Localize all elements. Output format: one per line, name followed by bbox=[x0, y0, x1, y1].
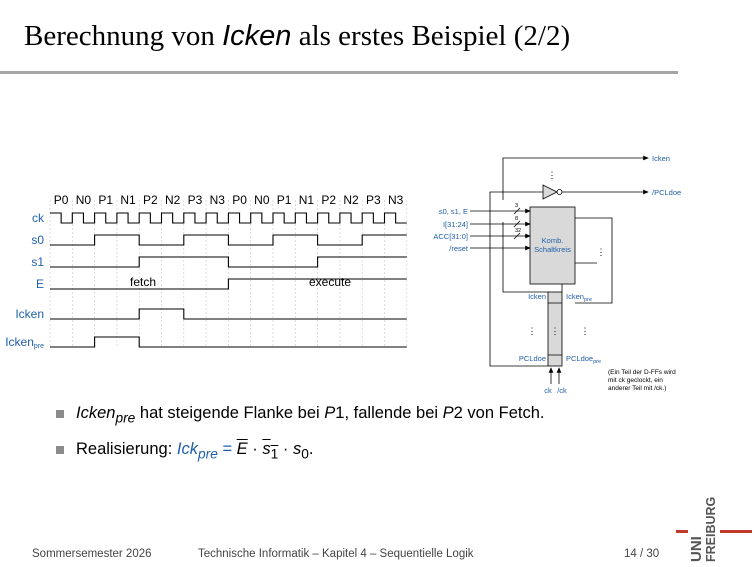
signal-label-5: Ickenpre bbox=[5, 335, 44, 350]
phase-gridlines bbox=[49, 200, 408, 346]
bullet-square-icon bbox=[56, 410, 64, 418]
logo-uni: UNI bbox=[688, 536, 705, 562]
page-title: Berechnung von Icken als erstes Beispiel… bbox=[24, 20, 571, 52]
waveform-Icken bbox=[50, 308, 407, 320]
bullet-realisierung: Realisierung: Ickpre = E · s1 · s0. bbox=[56, 440, 544, 462]
reg-pcldoe-label: PCLdoe bbox=[519, 354, 546, 363]
dots-top: ⋮ bbox=[548, 170, 557, 180]
phase-label: N3 bbox=[210, 193, 226, 207]
pcldoe-output-label: /PCLdoe bbox=[652, 188, 681, 197]
input-label-1: I[31:24] bbox=[443, 220, 468, 229]
clk-nck-label: /ck bbox=[557, 386, 567, 395]
feedback-icken bbox=[502, 222, 548, 293]
waveform-ck bbox=[50, 212, 407, 224]
note-line-1: (Ein Teil der D-FFs wird bbox=[608, 369, 676, 376]
waveform-s1 bbox=[50, 256, 407, 268]
phase-label: N1 bbox=[299, 193, 315, 207]
dots-reg-left: ⋮ bbox=[528, 326, 537, 336]
bullet-square-icon bbox=[56, 446, 64, 455]
reg-pcldoe-pre-label: PCLdoepre bbox=[566, 354, 601, 365]
logo-red-bar-right bbox=[720, 530, 752, 533]
phase-label: P0 bbox=[54, 193, 69, 207]
timing-diagram: P0 N0 P1 N1 P2 N2 P3 N3 P0 N0 P1 N1 P2 N2 P3 N3 ck s0 s1E… bbox=[5, 193, 408, 350]
phase-label: P2 bbox=[321, 193, 336, 207]
execute-label: execute bbox=[309, 275, 351, 289]
schematic: Icken ⋮ /PCLdoe Komb. Schaltkreis s0, s1… bbox=[433, 154, 681, 395]
signal-label-2: s1 bbox=[31, 255, 44, 269]
comb-block-label-1: Komb. bbox=[542, 236, 564, 245]
title-divider bbox=[0, 71, 678, 74]
phase-label: N0 bbox=[254, 193, 270, 207]
bus-width-2: 32 bbox=[515, 228, 521, 234]
comb-block-label-2: Schaltkreis bbox=[534, 245, 571, 254]
note-line-2: mit ck geclockt, ein bbox=[608, 377, 663, 384]
reg-icken-label: Icken bbox=[528, 292, 546, 301]
signal-label-1: s0 bbox=[31, 233, 44, 247]
fetch-label: fetch bbox=[130, 275, 156, 289]
footer-course: Technische Informatik – Kapitel 4 – Sequ… bbox=[198, 548, 474, 560]
feedback-right-outer bbox=[575, 217, 613, 304]
icken-output-label: Icken bbox=[652, 154, 670, 163]
logo-red-bar-left bbox=[676, 530, 688, 533]
waveform-E bbox=[50, 278, 407, 290]
bullet-list: Ickenpre hat steigende Flanke bei P1, fa… bbox=[56, 404, 544, 477]
waveform-Icken-pre bbox=[50, 336, 407, 348]
input-label-3: /reset bbox=[449, 244, 469, 253]
phase-label: P1 bbox=[277, 193, 292, 207]
phase-label: P3 bbox=[366, 193, 381, 207]
logo-freiburg: FREIBURG bbox=[704, 497, 718, 562]
register-column bbox=[547, 291, 563, 367]
note-line-3: anderer Teil mit /ck.) bbox=[608, 385, 666, 392]
phase-label: P1 bbox=[98, 193, 113, 207]
clk-ck-label: ck bbox=[544, 386, 552, 395]
waveforms bbox=[50, 212, 407, 348]
feedback-pcldoe bbox=[489, 306, 548, 367]
bus-width-0: 3 bbox=[515, 203, 518, 209]
phase-label: N3 bbox=[388, 193, 404, 207]
reg-icken-pre-label: Ickenpre bbox=[566, 292, 592, 303]
inverter-buffer-icon bbox=[542, 184, 558, 200]
signal-label-0: ck bbox=[32, 211, 45, 225]
phase-label: N0 bbox=[76, 193, 92, 207]
footer-semester: Sommersemester 2026 bbox=[32, 548, 152, 560]
phase-label: N1 bbox=[120, 193, 136, 207]
pcldoe-wire-in bbox=[489, 191, 543, 306]
signal-label-3: E bbox=[36, 277, 44, 291]
dots-right: ⋮ bbox=[597, 247, 606, 257]
signal-label-4: Icken bbox=[15, 307, 44, 321]
phase-label: N2 bbox=[165, 193, 181, 207]
comb-logic-block bbox=[529, 206, 576, 285]
phase-label: P3 bbox=[188, 193, 203, 207]
phase-label: N2 bbox=[343, 193, 359, 207]
formula: Ickpre = bbox=[176, 440, 237, 462]
phase-labels: P0 N0 P1 N1 P2 N2 P3 N3 P0 N0 P1 N1 P2 N2 P3 N3 bbox=[54, 193, 404, 207]
bus-width-1: 8 bbox=[515, 216, 518, 222]
icken-output-wire bbox=[502, 155, 649, 200]
phase-label: P2 bbox=[143, 193, 158, 207]
waveform-s0 bbox=[50, 234, 407, 246]
dots-reg-mid: ⋮ bbox=[551, 326, 560, 336]
phase-label: P0 bbox=[232, 193, 247, 207]
inverter-bubble-icon bbox=[556, 189, 563, 195]
footer-page-number: 14 / 30 bbox=[624, 548, 660, 560]
input-label-2: ACC[31:0] bbox=[433, 232, 468, 241]
title-signal: Icken bbox=[222, 20, 292, 52]
dots-reg-right: ⋮ bbox=[581, 326, 590, 336]
input-label-0: s0, s1, E bbox=[439, 207, 468, 216]
bullet-icken-pre: Ickenpre hat steigende Flanke bei P1, fa… bbox=[56, 404, 544, 425]
university-logo: UNI FREIBURG bbox=[676, 478, 752, 564]
